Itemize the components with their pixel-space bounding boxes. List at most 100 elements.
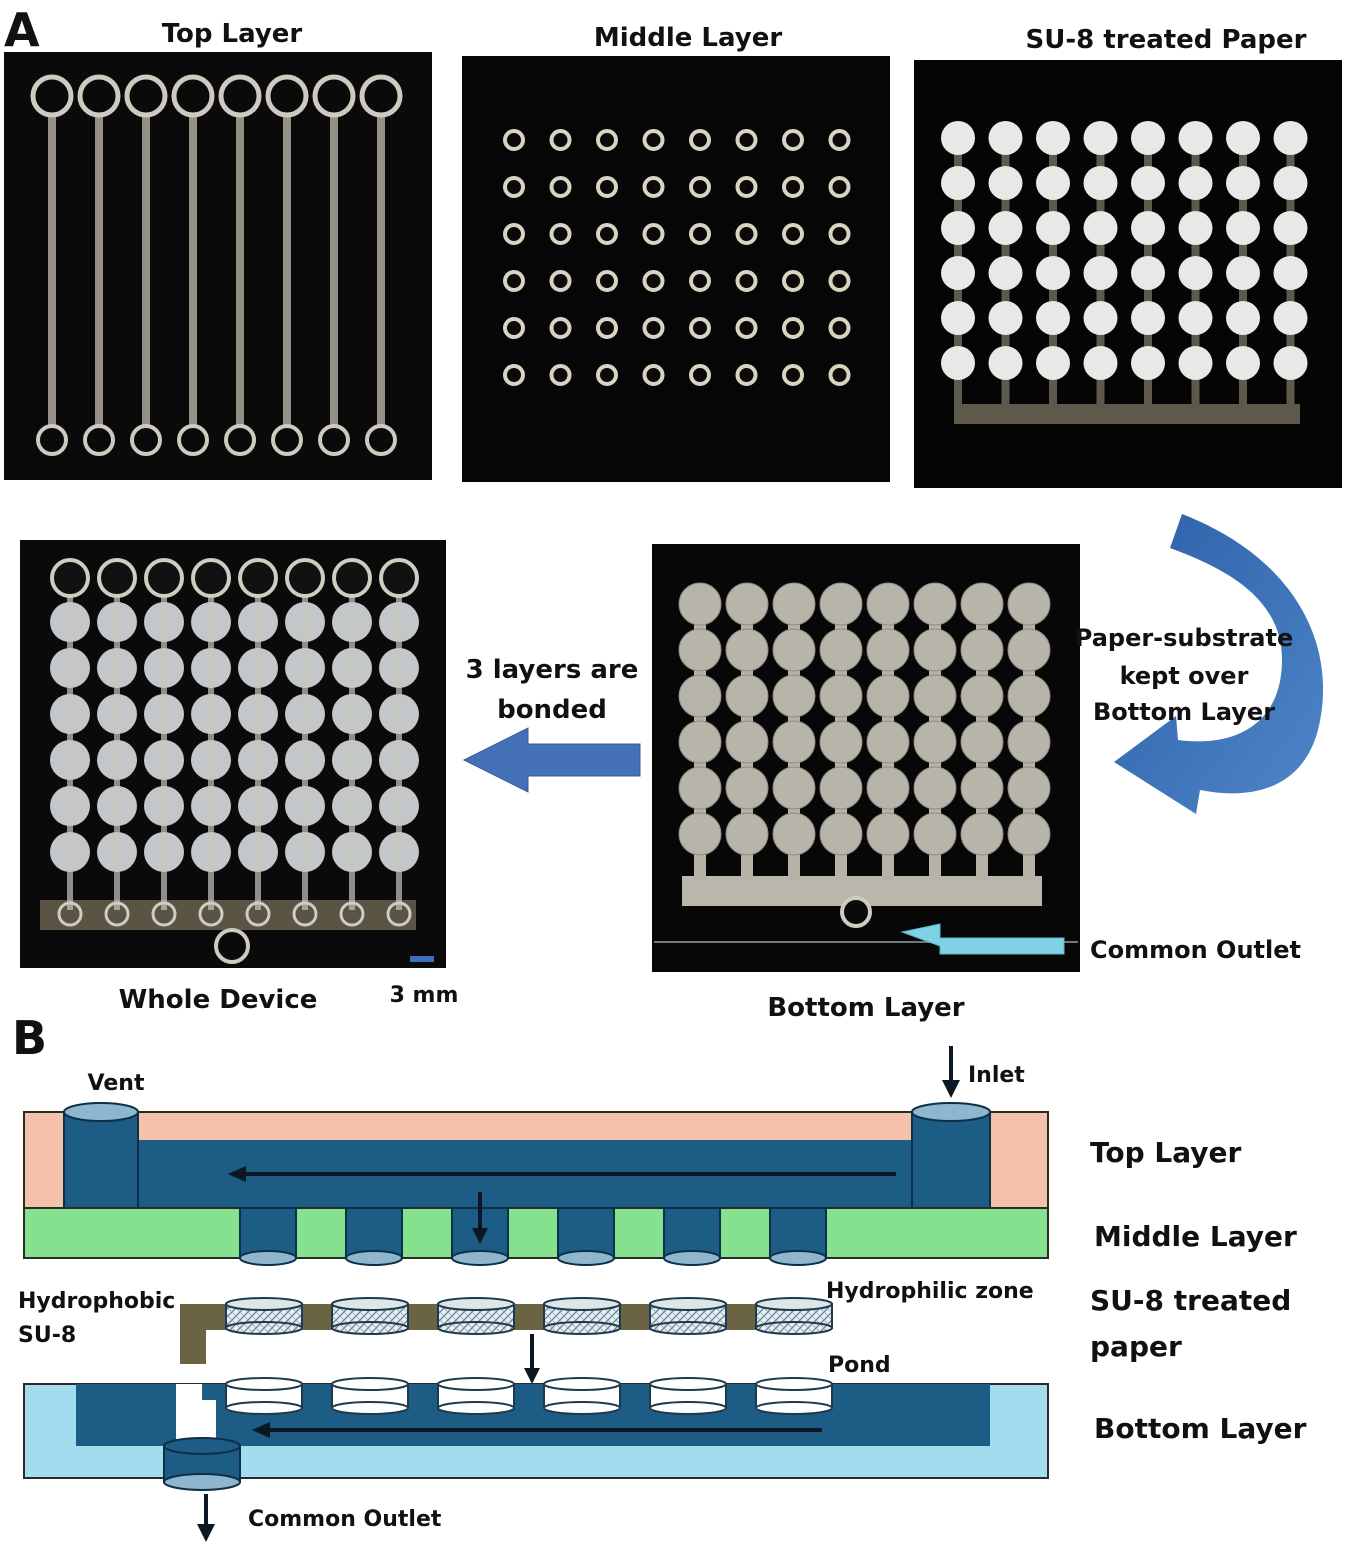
outlet-label-b: Common Outlet: [248, 1507, 442, 1532]
paper-zone-photo: [1036, 301, 1070, 335]
middle-hole: [782, 223, 804, 245]
device-strip: [161, 580, 167, 910]
device-well: [144, 558, 184, 598]
hydrophobic-label-1: Hydrophobic: [18, 1289, 175, 1314]
device-well: [379, 558, 419, 598]
device-strip: [208, 580, 214, 910]
device-outlet-ring: [57, 901, 83, 927]
paper-zone-photo: [1273, 256, 1308, 290]
device-outlet-ring: [339, 901, 365, 927]
middle-hole: [503, 364, 525, 386]
middle-hole: [596, 129, 618, 151]
paper-zone-photo: [1178, 256, 1213, 290]
middle-hole: [828, 223, 851, 245]
pond-top: [331, 1377, 409, 1391]
middle-hole: [689, 129, 711, 151]
bottom-pond-photo: [678, 720, 722, 764]
middle-hole: [689, 270, 711, 292]
hydrophilic-zone-bottom: [225, 1321, 303, 1335]
middle-hole: [549, 176, 572, 198]
middle-hole: [689, 176, 711, 198]
device-outlet-ring: [292, 901, 318, 927]
device-well: [191, 558, 231, 598]
paper-zone-photo: [1178, 211, 1213, 245]
bottom-pond-photo: [960, 766, 1004, 810]
bottom-pond-photo: [913, 628, 957, 672]
device-strip: [255, 580, 261, 910]
bond-arrow-label-2: bonded: [497, 695, 607, 725]
bottom-pond-photo: [725, 628, 769, 672]
bottom-layer-photo-title: Bottom Layer: [767, 993, 964, 1023]
middle-hole: [503, 317, 525, 339]
bottom-pond-photo: [1007, 766, 1051, 810]
device-outlet-ring: [198, 901, 224, 927]
top-strip: [236, 100, 244, 430]
top-strip: [283, 100, 291, 430]
middle-hole: [642, 129, 665, 151]
bottom-pond-photo: [819, 582, 863, 626]
top-outlet: [318, 424, 350, 456]
paper-zone-photo: [1036, 256, 1070, 290]
middle-hole: [828, 317, 851, 339]
vent-label: Vent: [88, 1071, 145, 1096]
paper-zone-photo: [1178, 346, 1213, 380]
outlet-arrow-b: [197, 1494, 215, 1542]
bottom-pond-photo: [725, 812, 769, 856]
bottom-pond-photo: [913, 812, 957, 856]
middle-hole: [782, 176, 804, 198]
bottom-outlet: [840, 896, 872, 928]
top-outlet: [130, 424, 162, 456]
bottom-pond-photo: [866, 720, 910, 764]
outlet-arrow: [900, 923, 1065, 955]
paper-zone-photo: [1178, 301, 1213, 335]
bottom-pond-photo: [866, 582, 910, 626]
top-layer-photo: [4, 52, 432, 480]
middle-hole: [735, 223, 758, 245]
top-strip: [95, 100, 103, 430]
inlet-label: Inlet: [968, 1063, 1025, 1088]
middle-hole: [689, 223, 711, 245]
paper-zone-photo: [1083, 256, 1118, 290]
device-strip: [114, 580, 120, 910]
device-outlet-ring: [151, 901, 177, 927]
device-strip: [349, 580, 355, 910]
device-outlet: [214, 928, 250, 964]
paper-zone-photo: [1226, 346, 1260, 380]
bottom-pond-photo: [960, 674, 1004, 718]
paper-zone-photo: [1131, 346, 1165, 380]
paper-zone-photo: [988, 346, 1023, 380]
pond-bottom: [649, 1401, 727, 1415]
middle-hole: [782, 129, 804, 151]
outlet-label-a: Common Outlet: [1090, 936, 1301, 964]
bond-arrow: [462, 727, 641, 793]
paper-zone-photo: [988, 166, 1023, 200]
paper-zone-photo: [1083, 301, 1118, 335]
top-well: [171, 74, 215, 118]
top-outlet: [177, 424, 209, 456]
middle-channel-bottom: [769, 1250, 827, 1266]
device-outlet-ring: [104, 901, 130, 927]
hydrophilic-zone-bottom: [437, 1321, 515, 1335]
paper-zone-photo: [1083, 346, 1118, 380]
bottom-pond-photo: [678, 674, 722, 718]
paper-zone-photo: [1273, 121, 1308, 155]
middle-channel: [345, 1207, 403, 1259]
top-well: [218, 74, 262, 118]
pond-bottom: [331, 1401, 409, 1415]
curved-arrow: [1114, 514, 1324, 814]
top-outlet: [36, 424, 68, 456]
paper-zone-photo: [1178, 121, 1213, 155]
hydrophilic-label: Hydrophilic zone: [826, 1279, 1034, 1304]
bottom-pond-photo: [913, 674, 957, 718]
paper-zone-photo: [941, 301, 975, 335]
paper-zone-photo: [1273, 211, 1308, 245]
middle-hole: [642, 223, 665, 245]
paper-zone-photo: [1273, 166, 1308, 200]
pond-top: [543, 1377, 621, 1391]
top-strip: [189, 100, 197, 430]
paper-zone-photo: [1036, 166, 1070, 200]
middle-channel-bottom: [345, 1250, 403, 1266]
middle-hole: [503, 270, 525, 292]
device-well: [332, 558, 372, 598]
